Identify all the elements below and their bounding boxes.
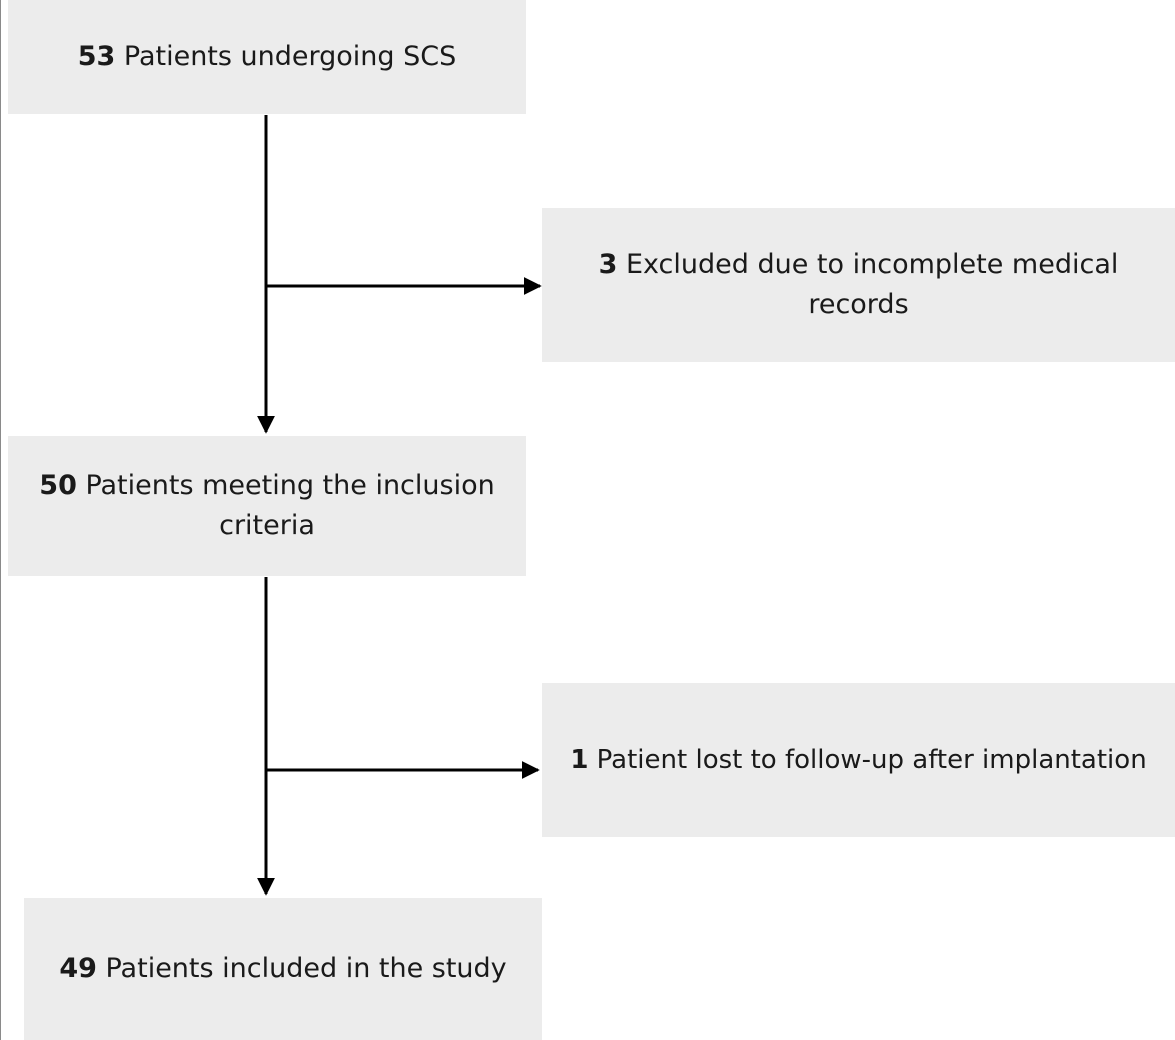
box-text: Patients meeting the inclusion criteria: [76, 470, 495, 541]
box-label: 50 Patients meeting the inclusion criter…: [18, 466, 516, 546]
box-text: Patients included in the study: [96, 953, 507, 984]
box-text: Excluded due to incomplete medical recor…: [617, 249, 1119, 320]
box-patients-eligible: 50 Patients meeting the inclusion criter…: [8, 436, 526, 576]
box-excluded: 3 Excluded due to incomplete medical rec…: [542, 208, 1175, 362]
box-text: Patients undergoing SCS: [115, 41, 457, 72]
count-value: 50: [39, 470, 77, 501]
box-text: Patient lost to follow-up after implanta…: [588, 745, 1147, 775]
count-value: 1: [570, 745, 589, 775]
box-label: 1 Patient lost to follow-up after implan…: [570, 740, 1146, 780]
box-patients-screened: 53 Patients undergoing SCS: [8, 0, 526, 114]
box-label: 49 Patients included in the study: [59, 949, 506, 989]
box-label: 3 Excluded due to incomplete medical rec…: [552, 245, 1165, 325]
count-value: 3: [598, 249, 618, 280]
box-patients-included: 49 Patients included in the study: [24, 898, 542, 1040]
count-value: 49: [59, 953, 97, 984]
box-lost-to-follow-up: 1 Patient lost to follow-up after implan…: [542, 683, 1175, 837]
count-value: 53: [77, 41, 116, 72]
left-border-line: [0, 0, 1, 1040]
box-label: 53 Patients undergoing SCS: [78, 37, 457, 77]
